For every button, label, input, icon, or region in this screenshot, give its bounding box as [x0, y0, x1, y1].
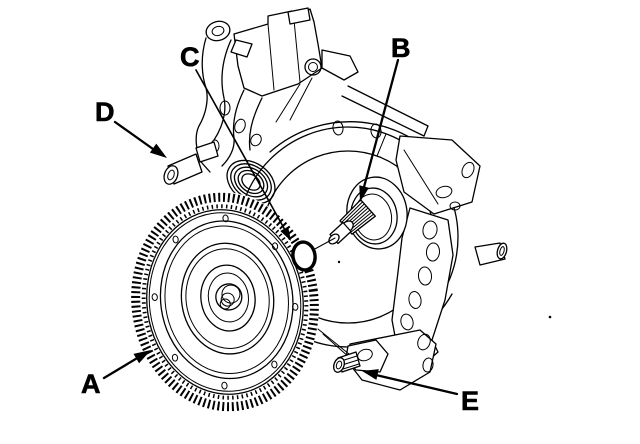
mount-hole — [435, 185, 453, 199]
bolt-hole — [171, 353, 179, 362]
mount-bracket — [395, 135, 481, 215]
callout-arrowhead-d — [149, 143, 167, 158]
pump-hole — [250, 133, 262, 147]
bolt-hole — [221, 381, 228, 390]
mount-rib — [403, 149, 439, 205]
callout-arrowhead-a — [133, 350, 151, 364]
callout-arrowhead-b — [359, 185, 369, 202]
plate-ridge — [159, 220, 294, 380]
flange-rib — [376, 133, 387, 157]
dowel-pin-face — [332, 357, 346, 373]
hub-ring — [221, 284, 241, 304]
callout-arrowhead-e — [362, 369, 379, 380]
callout-labels: A B C D E — [81, 33, 480, 417]
guide-line — [317, 328, 350, 355]
mount-hole — [461, 161, 475, 179]
block-boss — [304, 58, 322, 76]
pump-contour — [213, 39, 232, 141]
flange-hole — [332, 120, 344, 136]
bolt-hole — [222, 214, 229, 223]
hub-ring — [219, 298, 231, 310]
flywheel-backing — [131, 191, 319, 413]
o-ring-leader-line — [312, 237, 336, 251]
block-rib — [289, 77, 313, 121]
plate-rim — [146, 209, 304, 395]
dowel-pin-hole — [167, 169, 175, 181]
ring-gear-teeth-outer — [131, 192, 319, 412]
plate-ridge — [185, 248, 270, 349]
callout-arrow-d — [113, 120, 155, 151]
leg-hole — [422, 220, 438, 240]
dowel-boss-upper — [195, 141, 219, 163]
mount-arm — [347, 85, 429, 127]
callout-label-d: D — [95, 97, 115, 127]
bolt-hole — [271, 242, 279, 251]
leg-hole — [417, 266, 433, 286]
plate-ridge — [180, 242, 275, 355]
print-speck — [337, 260, 341, 264]
block-face-line — [237, 65, 245, 89]
pipe-end-hole — [211, 25, 225, 37]
block-side-plate — [321, 49, 359, 81]
callout-arrow-e — [374, 373, 459, 396]
bolt-hole — [271, 360, 278, 369]
leg-hole — [425, 242, 441, 262]
mainshaft-splines — [328, 176, 408, 250]
flywheel-drive-plate — [131, 191, 319, 413]
leg-hole — [400, 313, 414, 331]
side-boss-hole — [499, 246, 505, 256]
callout-arrow-c — [195, 69, 286, 231]
flywheel-bolt-holes — [151, 214, 299, 390]
block-cap — [230, 39, 253, 58]
plate-ridge — [207, 272, 250, 323]
dowel-pin-upper — [163, 153, 203, 185]
plate-ridge — [164, 225, 289, 375]
cylinder-block-top — [233, 8, 323, 97]
callout-label-c: C — [180, 42, 200, 72]
block-boss-hole — [308, 62, 318, 72]
callout-label-b: B — [391, 33, 411, 63]
hub-ring — [215, 283, 243, 311]
flange-bolt-hole — [422, 357, 434, 373]
pump-contour — [248, 97, 263, 151]
callout-arrow-b — [362, 58, 400, 189]
pipe-end-ring — [205, 20, 231, 42]
mount-arm-end — [423, 125, 429, 137]
guide-line — [322, 333, 351, 359]
crankshaft-hub — [215, 283, 243, 311]
dowel-pin-lower — [332, 351, 361, 373]
ring-gear-teeth-inner — [141, 204, 309, 400]
callout-arrow-a — [102, 355, 141, 380]
bolt-hole — [172, 235, 179, 244]
bolt-hole — [151, 293, 158, 302]
dowel-pin-hole — [335, 360, 343, 370]
flange-bolt-hole — [417, 333, 431, 351]
block-rib — [275, 83, 301, 123]
mount-hole — [449, 201, 461, 211]
callout-arrowhead-c — [280, 226, 291, 241]
block-face-line — [293, 19, 301, 83]
pump-hole — [234, 118, 246, 134]
pump-hole — [219, 100, 231, 116]
leg-hole — [408, 291, 422, 309]
plate-ridge — [200, 264, 256, 332]
o-ring — [291, 240, 317, 272]
print-speck — [548, 315, 552, 319]
callout-arrows — [102, 58, 459, 396]
bore-ring — [233, 166, 269, 198]
block-stub — [287, 7, 311, 25]
callout-label-e: E — [461, 386, 479, 416]
dowel-pin-face — [163, 165, 179, 185]
callout-label-a: A — [81, 369, 101, 399]
spline-line — [341, 201, 363, 223]
bolt-hole — [292, 302, 299, 311]
spline-line — [350, 213, 374, 233]
block-face-line — [267, 23, 275, 91]
